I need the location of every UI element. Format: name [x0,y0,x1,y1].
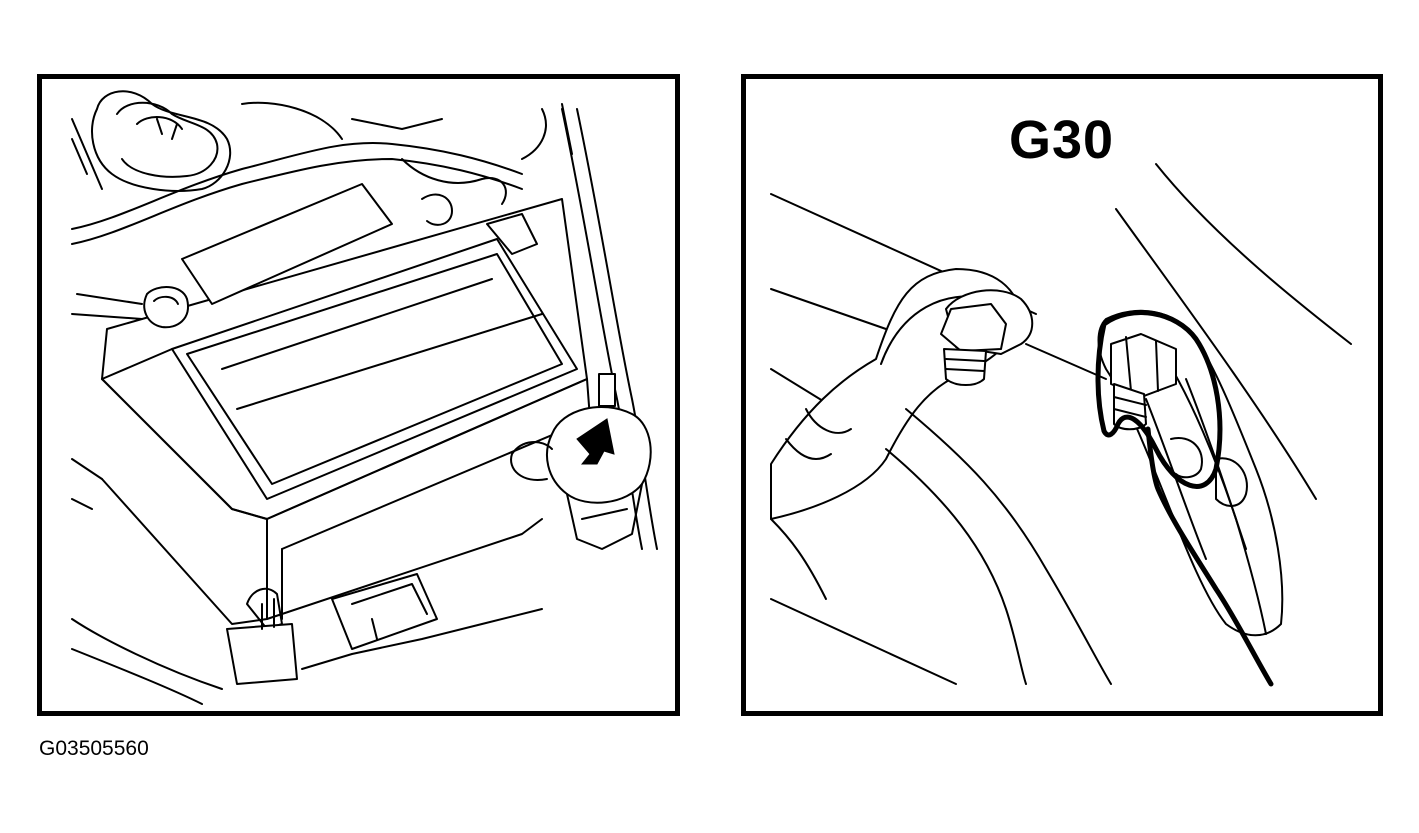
battery-illustration [71,90,658,705]
figure-code: G03505560 [39,737,149,760]
ground-point-panel: G30 [741,74,1383,716]
ground-point-label: G30 [1009,110,1115,170]
ground-bolt-illustration [770,163,1352,687]
ground-point-arrow-icon [576,418,615,465]
battery-location-panel [37,74,680,716]
